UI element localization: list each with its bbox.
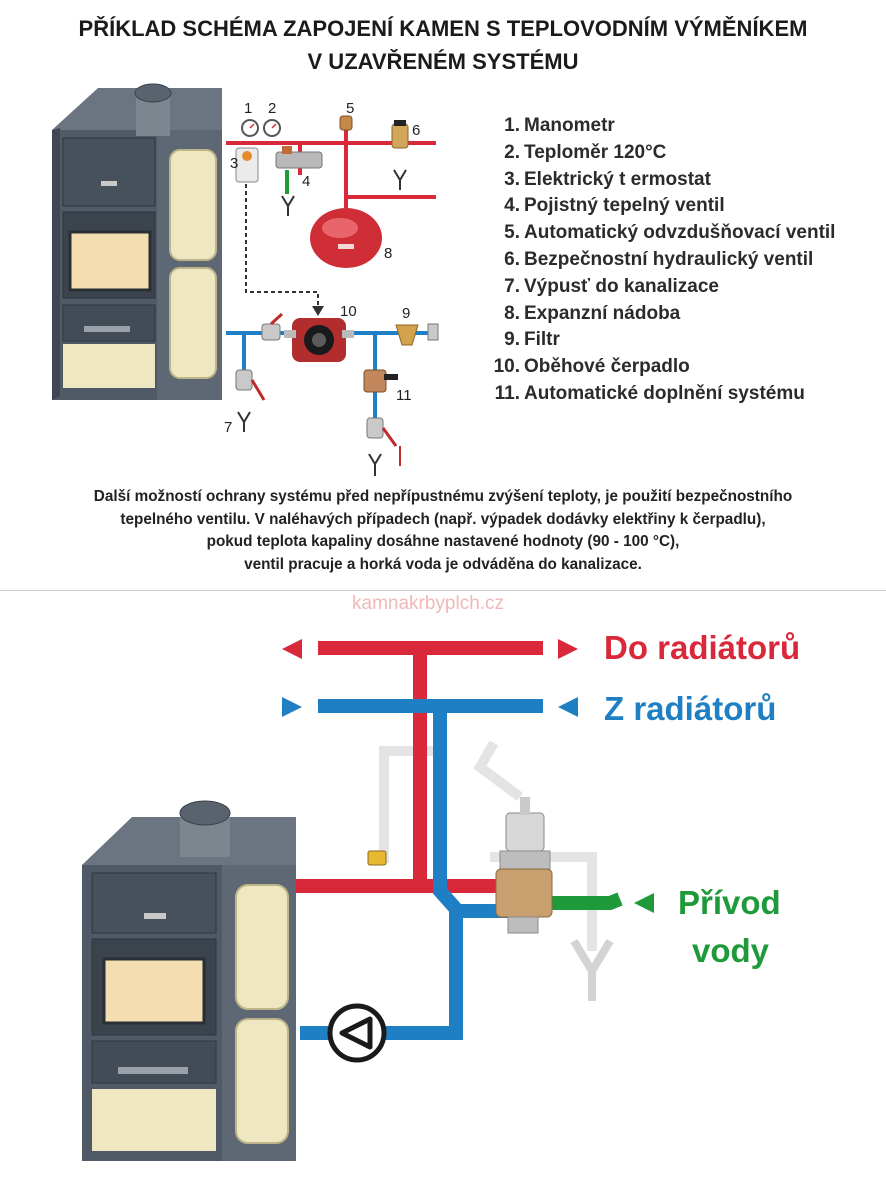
- air-vent-icon: [339, 115, 353, 131]
- stove-illustration-top: [52, 83, 222, 400]
- note-line-4: ventil pracuje a horká voda je odváděna …: [244, 555, 642, 573]
- num-11: 11: [396, 387, 412, 404]
- drain-valve-left-icon: [235, 369, 253, 391]
- num-3: 3: [230, 155, 238, 172]
- legend-item: 4.Pojistný tepelný ventil: [484, 193, 835, 220]
- auto-refill-icon: [363, 369, 387, 393]
- air-valve-icon: [367, 850, 387, 866]
- legend-number: 9.: [504, 329, 520, 351]
- drain-symbol-bottom: [570, 938, 614, 1001]
- legend-number: 4.: [504, 195, 520, 217]
- num-8: 8: [384, 245, 392, 262]
- arrow-inlet-icon: [634, 893, 654, 913]
- legend-text: Expanzní nádoba: [524, 302, 681, 324]
- num-4: 4: [302, 173, 310, 190]
- legend-text: Manometr: [524, 115, 615, 136]
- circulation-pump-icon: [284, 318, 354, 362]
- legend-number: 6.: [504, 248, 520, 270]
- arrow-hot-left-icon: [282, 639, 302, 659]
- legend-number: 8.: [504, 302, 520, 324]
- note-line-1: Další možností ochrany systému před nepř…: [93, 488, 793, 505]
- legend-text: Výpusť do kanalizace: [524, 275, 719, 297]
- top-schematic-panel: PŘÍKLAD SCHÉMA ZAPOJENÍ KAMEN S TEPLOVOD…: [0, 0, 886, 590]
- arrow-hot-right-icon: [558, 639, 578, 659]
- stove-illustration-bottom: [82, 800, 296, 1161]
- legend-item: 3.Elektrický t ermostat: [484, 167, 835, 194]
- legend-item: 8.Expanzní nádoba: [484, 301, 835, 328]
- legend-text: Oběhové čerpadlo: [524, 356, 690, 378]
- arrow-cold-right-icon: [558, 697, 578, 717]
- bottom-schematic-panel: kamnakrbyplch.cz: [0, 590, 886, 1182]
- num-10: 10: [340, 303, 357, 320]
- legend-number: 2.: [504, 141, 520, 163]
- legend-number: 7.: [504, 275, 520, 297]
- safety-note: Další možností ochrany systému před nepř…: [20, 486, 866, 576]
- legend-text: Bezpečnostní hydraulický ventil: [524, 248, 814, 270]
- legend-item: 2.Teploměr 120°C: [484, 140, 835, 167]
- label-return: Z radiátorů: [604, 690, 777, 727]
- ball-valve-icon: [261, 323, 281, 341]
- num-7: 7: [224, 419, 232, 436]
- drain-symbols: [237, 169, 407, 476]
- expansion-vessel-icon: [310, 208, 382, 268]
- legend-item: 1.Manometr: [484, 113, 835, 140]
- num-1: 1: [244, 100, 252, 117]
- note-line-3: pokud teplota kapaliny dosáhne nastavené…: [206, 533, 680, 550]
- arrow-cold-left-icon: [282, 697, 302, 717]
- legend-number: 3.: [504, 168, 520, 190]
- label-inlet-line-1: Přívod: [678, 884, 781, 921]
- legend-item: 5.Automatický odvzdušňovací ventil: [484, 220, 835, 247]
- watermark: kamnakrbyplch.cz: [352, 593, 505, 614]
- legend-text: Elektrický t ermostat: [524, 168, 711, 190]
- drain-valve-bottom-icon: [366, 417, 384, 439]
- legend-number: 10.: [493, 356, 520, 378]
- thermostat-wire: [245, 170, 319, 310]
- note-line-2: tepelného ventilu. V naléhavých případec…: [120, 510, 766, 528]
- legend-text: Automatické doplnění systému: [524, 382, 805, 404]
- num-6: 6: [412, 122, 420, 139]
- legend-item: 11.Automatické doplnění systému: [484, 381, 835, 408]
- thermostat-icon: [235, 147, 259, 183]
- hot-pipes-bottom: [296, 641, 543, 893]
- safety-valve-icon: [391, 123, 409, 149]
- pump-symbol-icon: [327, 1003, 387, 1063]
- diagram-numbers: 1 2 3 4 5 6 7 8 9 10 11: [224, 100, 420, 436]
- legend-number: 11.: [494, 382, 520, 404]
- legend-item: 7.Výpusť do kanalizace: [484, 274, 835, 301]
- legend-item: 9.Filtr: [484, 327, 835, 354]
- label-inlet-line-2: vody: [692, 932, 770, 969]
- bottom-diagram: [82, 639, 654, 1161]
- top-diagram: 1 2 3 4 5 6 7 8 9 10 11: [52, 83, 439, 476]
- title-line-1: PŘÍKLAD SCHÉMA ZAPOJENÍ KAMEN S TEPLOVOD…: [78, 16, 808, 41]
- legend-number: 5.: [504, 222, 520, 244]
- legend-number: 1.: [504, 115, 520, 136]
- num-5: 5: [346, 100, 354, 117]
- num-2: 2: [268, 100, 276, 117]
- wire-arrow: [312, 306, 324, 316]
- legend-text: Pojistný tepelný ventil: [524, 195, 725, 217]
- legend-item: 10.Oběhové čerpadlo: [484, 354, 835, 381]
- num-9: 9: [402, 305, 410, 322]
- thermal-valve-icon: [275, 151, 323, 169]
- legend-text: Automatický odvzdušňovací ventil: [524, 222, 836, 244]
- filter-icon: [395, 324, 419, 346]
- legend-text: Filtr: [524, 329, 560, 351]
- thermal-safety-valve-icon: [495, 797, 553, 934]
- legend-item: 6.Bezpečnostní hydraulický ventil: [484, 247, 835, 274]
- label-supply: Do radiátorů: [604, 629, 801, 666]
- legend-text: Teploměr 120°C: [524, 141, 667, 163]
- title-line-2: V UZAVŘENÉM SYSTÉMU: [307, 49, 579, 74]
